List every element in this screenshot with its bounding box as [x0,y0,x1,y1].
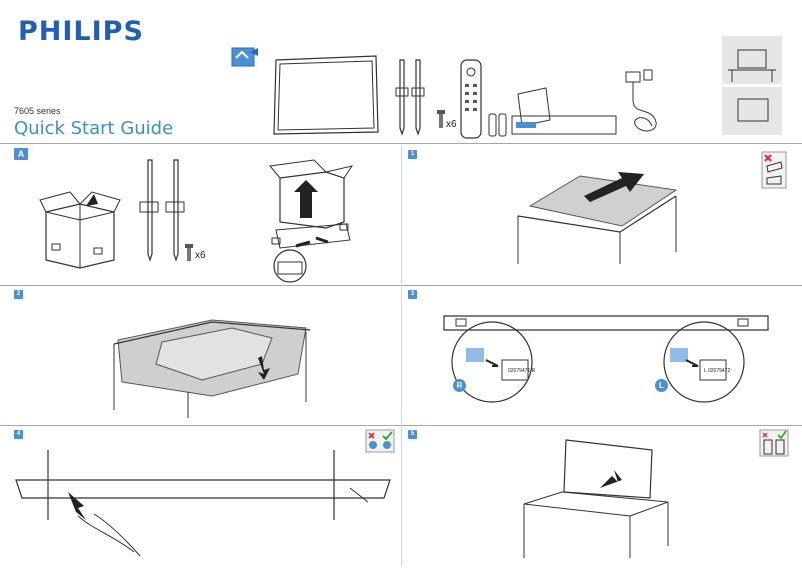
step-4-badge: 4 [14,430,23,439]
manual-booklet-illustration [511,87,617,135]
tv-back-with-stand-positions-illustration [443,315,769,403]
do-not-icon-step-1 [761,151,787,189]
stand-legs-small-illustration [139,159,185,262]
lift-box-illustration [269,159,354,283]
left-leg-code: L 02079472 [704,368,731,374]
remote-control-illustration [460,59,482,139]
final-check-icon [759,429,789,457]
foam-on-table-illustration [517,172,678,264]
box-open-illustration [39,191,121,269]
tv-face-down-on-table-illustration [113,319,311,418]
brand-logo: PHILIPS [18,16,144,47]
right-leg-badge: R [453,379,466,392]
screw-small-icon [185,244,193,261]
battery-icon [488,113,507,137]
tv-upright-on-table-illustration [523,439,669,558]
screw-quantity-section-a: x6 [195,250,206,261]
step-1-badge: 1 [408,150,417,159]
power-cord-illustration [625,69,657,132]
option-a-table-stand-icon [722,36,782,84]
attach-stand-with-screwdriver-illustration [15,450,391,557]
page-title: Quick Start Guide [14,118,174,139]
box-contents-icon [231,47,258,67]
stand-legs-illustration [395,59,425,136]
screw-icon [437,110,445,128]
tv-panel-illustration [273,55,379,135]
series-label: 7605 series [14,106,61,116]
step-3-badge: 3 [408,290,417,299]
left-leg-badge: L [655,379,668,392]
right-leg-code: 02079471 R [508,368,536,374]
step-2-badge: 2 [14,290,23,299]
step-5-badge: 5 [408,430,417,439]
correct-screwdriver-icon [365,429,395,453]
section-a-badge: A [14,148,28,160]
screw-quantity: x6 [446,119,457,130]
divider-row-1 [0,143,802,144]
divider-column [401,146,402,566]
option-b-wall-mount-icon [722,87,782,135]
